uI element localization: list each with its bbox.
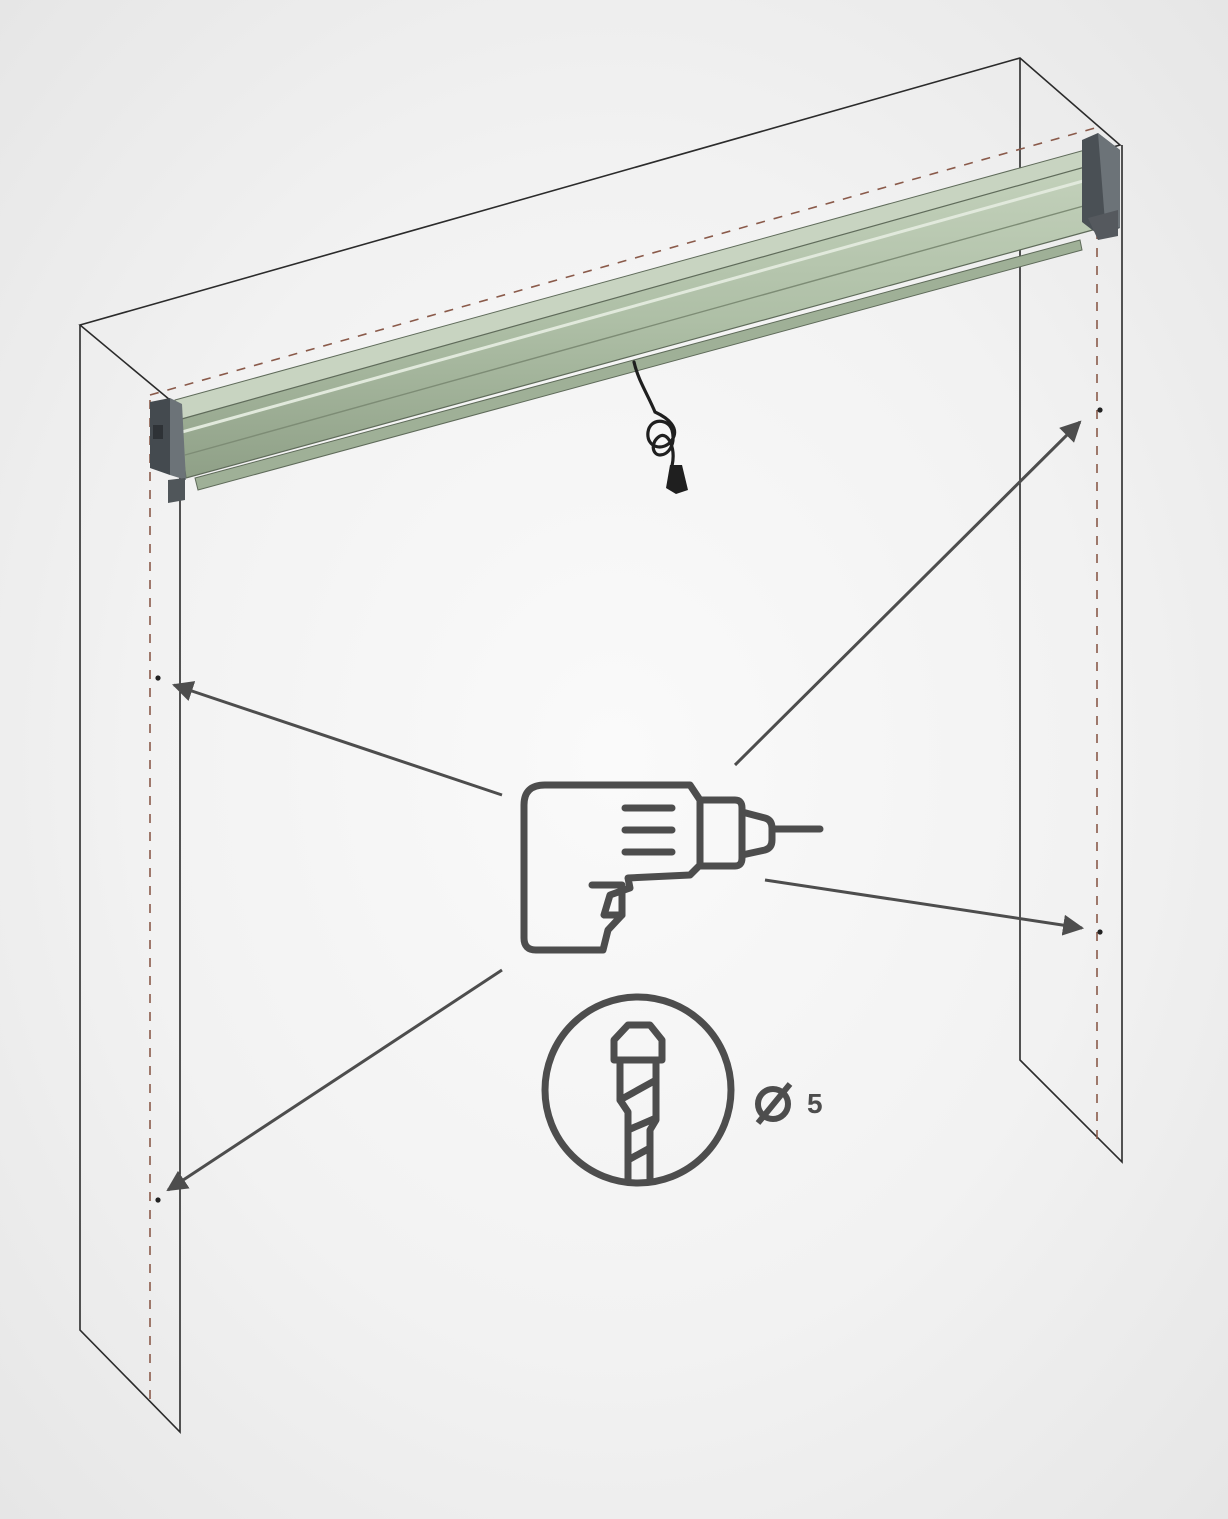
- drill-hole-left-lower: [155, 1197, 161, 1203]
- pull-cord: [632, 360, 688, 494]
- frame-top-face: [78, 57, 1122, 411]
- drill-diameter-label: 5: [755, 1082, 823, 1125]
- frame-right-jamb: [1019, 58, 1123, 1164]
- drill-hole-right-upper: [1097, 407, 1103, 413]
- roller-blind-cassette: [174, 149, 1101, 491]
- window-frame: [78, 57, 1123, 1434]
- diameter-symbol-icon: [755, 1082, 793, 1125]
- arrow-to-left-upper-hole: [172, 681, 503, 797]
- arrow-to-right-lower-hole: [764, 878, 1085, 936]
- top-dashed-guide: [149, 127, 1096, 396]
- arrow-to-left-lower-hole: [166, 968, 503, 1192]
- power-drill-icon: [520, 781, 824, 954]
- frame-left-jamb: [79, 325, 181, 1434]
- drill-holes: [155, 407, 1103, 1203]
- cord-tassel: [666, 465, 688, 494]
- left-bracket: [150, 398, 186, 503]
- right-bracket: [1082, 133, 1120, 240]
- drill-bit-icon: [541, 993, 735, 1187]
- arrow-to-right-upper-hole: [733, 420, 1082, 767]
- drill-bit-circle: [541, 993, 735, 1187]
- dashed-guides: [149, 127, 1098, 1405]
- drill-hole-left-upper: [155, 675, 161, 681]
- drill-arrows: [166, 420, 1085, 1192]
- drill-bit-size-text: 5: [807, 1088, 823, 1119]
- drill-hole-right-lower: [1097, 929, 1103, 935]
